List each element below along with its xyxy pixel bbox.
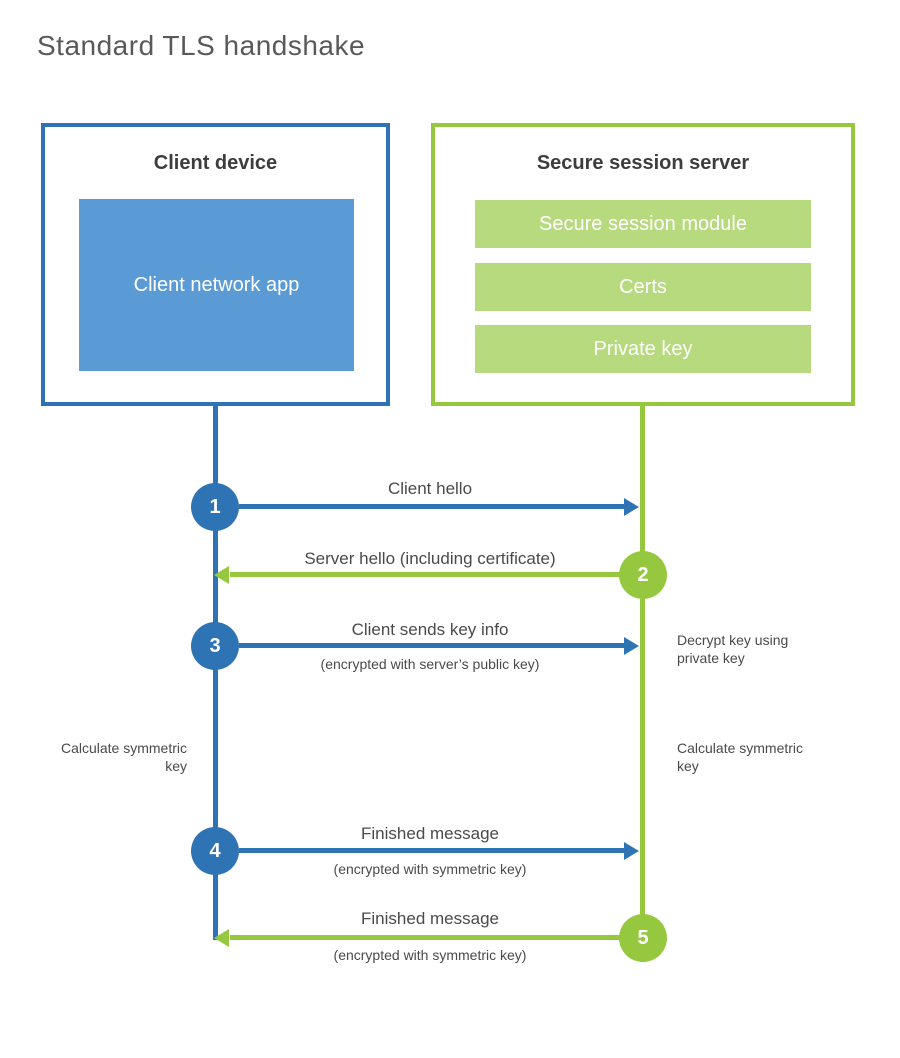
- step4-arrowhead-right-icon: [624, 842, 639, 860]
- step5-label: Finished message: [361, 909, 499, 928]
- step3-label: Client sends key info: [351, 620, 509, 639]
- step1-arrowhead-right-icon: [624, 498, 639, 516]
- step3-arrowhead-right-icon: [624, 637, 639, 655]
- step5-circle: 5: [619, 914, 667, 962]
- decrypt-key-note: Decrypt key using private key: [677, 632, 789, 667]
- server-heading: Secure session server: [536, 152, 750, 174]
- step2-label: Server hello (including certificate): [304, 549, 556, 568]
- client-lifeline: [213, 406, 218, 940]
- secure-session-server-box: Secure session server Secure session mod…: [431, 123, 855, 406]
- step4-sublabel: (encrypted with symmetric key): [333, 861, 527, 877]
- step3-sublabel: (encrypted with server’s public key): [320, 656, 540, 672]
- page-title: Standard TLS handshake: [37, 30, 366, 61]
- calculate-symmetric-key-note-left: Calculate symmetric key: [60, 740, 187, 775]
- step3-arrow-line: [239, 643, 626, 648]
- private-key-box: Private key: [475, 325, 811, 373]
- step3-circle: 3: [191, 622, 239, 670]
- step4-label: Finished message: [361, 824, 499, 843]
- step4-circle: 4: [191, 827, 239, 875]
- step1-circle: 1: [191, 483, 239, 531]
- step1-arrow-line: [239, 504, 626, 509]
- calculate-symmetric-key-note-right: Calculate symmetric key: [677, 740, 804, 775]
- server-lifeline: [640, 406, 645, 962]
- certs-box: Certs: [475, 263, 811, 311]
- client-network-app-box: Client network app: [79, 199, 354, 371]
- step5-arrowhead-left-icon: [214, 929, 229, 947]
- step2-circle: 2: [619, 551, 667, 599]
- client-device-box: Client device Client network app: [41, 123, 390, 406]
- step4-arrow-line: [239, 848, 626, 853]
- step2-arrow-line: [230, 572, 620, 577]
- client-device-heading: Client device: [153, 152, 278, 174]
- step5-sublabel: (encrypted with symmetric key): [333, 947, 527, 963]
- client-network-app-label: Client network app: [133, 274, 300, 296]
- secure-session-module-box: Secure session module: [475, 200, 811, 248]
- step5-arrow-line: [230, 935, 620, 940]
- step2-arrowhead-left-icon: [214, 566, 229, 584]
- step1-label: Client hello: [387, 479, 473, 498]
